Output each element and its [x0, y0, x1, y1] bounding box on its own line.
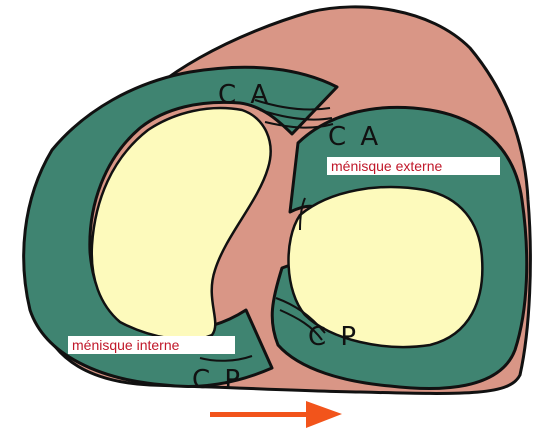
arrow-right-icon [210, 401, 342, 428]
medial-anterior-horn-label: C A [218, 80, 271, 110]
medial-posterior-horn-label: C P [192, 365, 243, 395]
lateral-meniscus-label: ménisque externe [331, 158, 443, 174]
medial-meniscus-label: ménisque interne [72, 337, 180, 353]
lateral-posterior-horn-label: C P [308, 322, 359, 352]
lateral-anterior-horn-label: C A [328, 122, 381, 152]
